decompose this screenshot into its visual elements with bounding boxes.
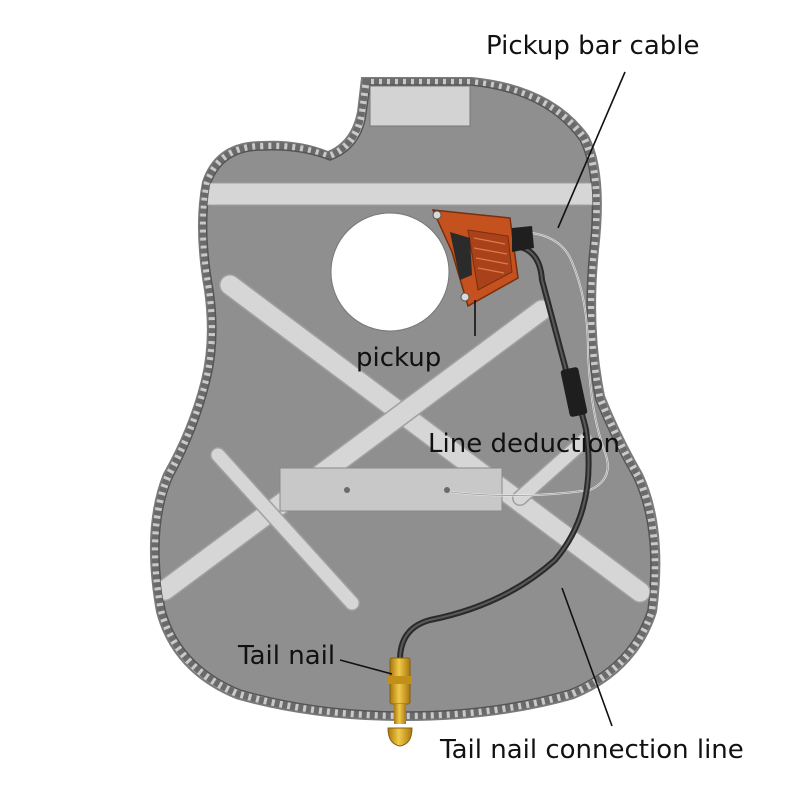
- leader-tail-nail: [339, 659, 393, 675]
- bridge-pin-hole-left: [344, 487, 350, 493]
- tail-nail: [387, 657, 413, 747]
- pickup-jack: [512, 226, 534, 252]
- pickup-bar-cable-edge: [449, 231, 609, 496]
- label-tail-nail-connection-line: Tail nail connection line: [440, 735, 744, 765]
- pickup-wood-lines: [473, 237, 509, 274]
- pickup: [431, 209, 534, 308]
- label-line-deduction: Line deduction: [428, 429, 621, 459]
- binding-tiles: [151, 78, 659, 720]
- pickup-clamp: [450, 232, 472, 280]
- x-brace-right-face: [158, 300, 552, 600]
- cable-connector: [560, 367, 588, 417]
- pickup-wood-grain: [467, 229, 513, 291]
- bridge-pin-hole-right: [444, 487, 450, 493]
- tail-nail-nut: [388, 676, 412, 684]
- tone-bar-lower-face: [211, 448, 359, 610]
- tone-bar-right-face: [513, 433, 592, 505]
- sound-hole: [330, 212, 450, 332]
- label-pickup-bar-cable: Pickup bar cable: [486, 31, 700, 61]
- tail-nail-connection-cable-highlight: [399, 246, 590, 661]
- leader-tail-nail-connection-line: [561, 587, 613, 727]
- pickup-screw: [460, 292, 470, 302]
- bridge-plate: [279, 467, 503, 512]
- upper-transverse-brace: [158, 182, 651, 206]
- pickup-screw: [432, 210, 442, 220]
- leader-pickup-bar-cable: [557, 71, 626, 229]
- neck-heel-block: [369, 85, 471, 127]
- label-tail-nail: Tail nail: [238, 641, 336, 671]
- tail-nail-cap: [387, 727, 413, 747]
- label-pickup: pickup: [356, 343, 442, 373]
- tail-nail-pin: [394, 704, 406, 724]
